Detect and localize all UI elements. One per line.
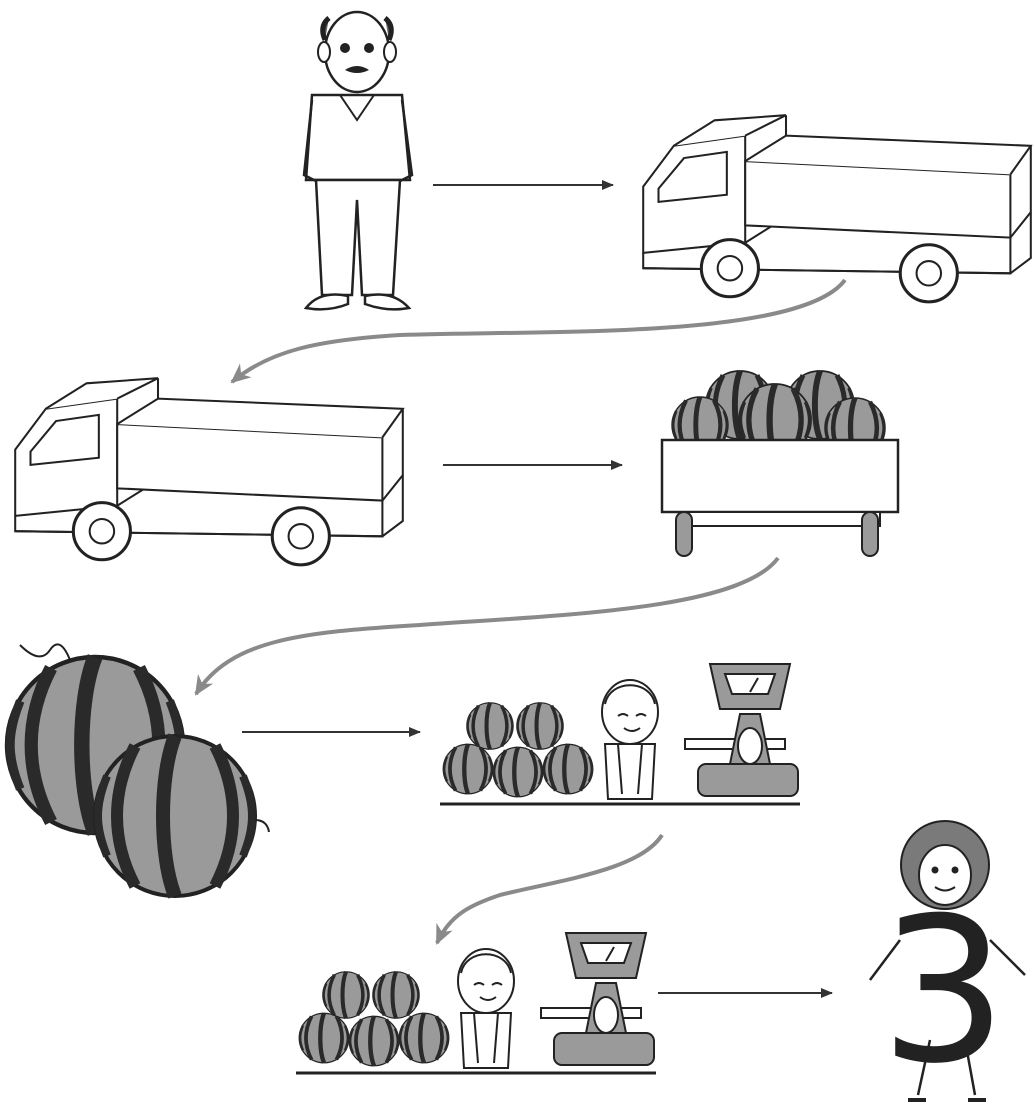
farmer-man-icon [304,12,412,309]
watermelons-icon [7,644,269,896]
watermelon-cart-icon [662,371,898,556]
curved-arrow-2 [196,558,778,694]
market-stall-icon-2 [296,933,656,1073]
number-three: 3 [880,875,1007,1108]
curved-arrow-3 [437,835,662,943]
empty-truck-icon [643,115,1031,302]
market-stall-icon [440,664,800,804]
empty-truck-icon-2 [15,378,403,565]
